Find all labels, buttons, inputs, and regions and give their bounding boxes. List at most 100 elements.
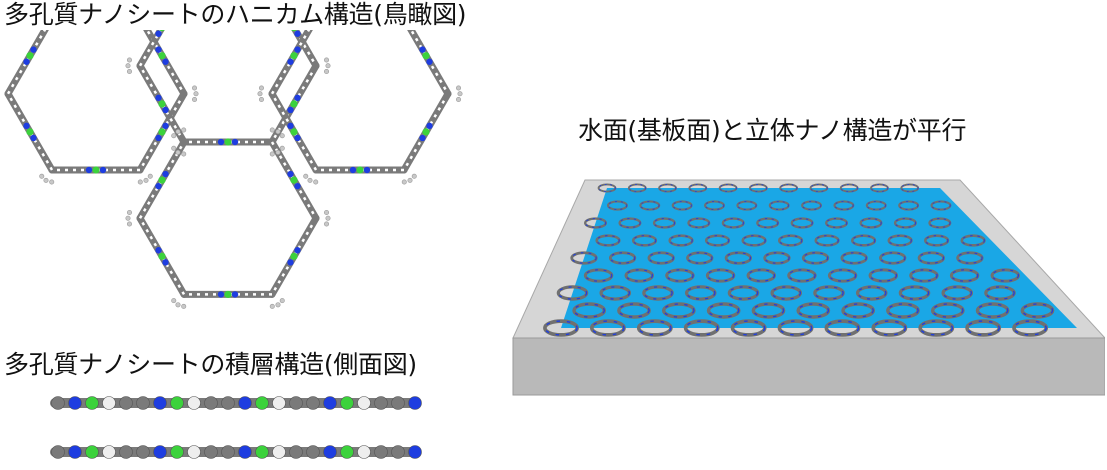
metal-atom xyxy=(159,30,165,32)
layer-atom xyxy=(170,445,184,459)
lattice-ring-nitrogen xyxy=(950,269,979,282)
hydrogen-atom xyxy=(171,298,177,304)
lattice-ring-nitrogen xyxy=(632,235,657,246)
honeycomb-edge-ring xyxy=(270,93,318,171)
honeycomb-bonds xyxy=(4,30,452,298)
lattice-ring-nitrogen xyxy=(778,320,813,336)
hydrogen-atom xyxy=(258,97,264,103)
hydrogen-atom xyxy=(325,215,331,221)
lattice-ring-nitrogen xyxy=(584,218,607,228)
lattice-ring-nitrogen xyxy=(722,218,744,228)
layer-atom xyxy=(68,396,82,410)
hydrogen-atom xyxy=(257,91,263,97)
lattice-ring-nitrogen xyxy=(640,201,660,210)
honeycomb-edge-ring xyxy=(138,65,186,143)
layer-atom xyxy=(323,445,337,459)
stacked-sheets-icon xyxy=(50,396,422,459)
layer-atom xyxy=(102,396,116,410)
lattice-ring-nitrogen xyxy=(985,286,1015,300)
lattice-ring-nitrogen xyxy=(814,286,844,300)
nitrogen-atom xyxy=(231,138,239,146)
hydrogen-atom xyxy=(456,85,462,91)
lattice-ring-nitrogen xyxy=(669,235,693,246)
lattice-ring-nitrogen xyxy=(957,252,983,264)
honeycomb-edge-ring xyxy=(270,141,318,219)
honeycomb-edge xyxy=(4,30,49,98)
nitrogen-atom xyxy=(23,58,30,65)
honeycomb-edge-ring xyxy=(6,30,47,95)
lattice-ring-nitrogen xyxy=(653,218,676,228)
nitrogen-atom xyxy=(155,30,162,37)
layer-atom xyxy=(170,396,184,410)
metal-atom xyxy=(290,52,298,60)
nitrogen-atom xyxy=(30,134,37,142)
lattice-ring-nitrogen xyxy=(684,320,719,336)
nitrogen-atom xyxy=(426,58,433,65)
layer-atom xyxy=(221,396,235,410)
lattice-ring-nitrogen xyxy=(870,184,889,192)
lattice-ring-nitrogen xyxy=(879,252,906,264)
lattice-ring-nitrogen xyxy=(663,303,695,318)
lattice-ring-nitrogen xyxy=(797,303,830,318)
lattice-ring-nitrogen xyxy=(900,184,919,192)
lattice-ring-nitrogen xyxy=(991,269,1020,282)
nitrogen-atom xyxy=(294,134,301,142)
nitrogen-atom xyxy=(419,46,426,53)
layer-atom xyxy=(306,396,320,410)
nitrogen-atom xyxy=(162,170,169,178)
layer-atom xyxy=(221,445,235,459)
metal-atom xyxy=(291,30,297,32)
layer-atom xyxy=(238,396,252,410)
lattice-ring-nitrogen xyxy=(707,303,740,318)
hydrogen-atom xyxy=(313,179,319,185)
layer-atom xyxy=(51,445,65,459)
metal-atom xyxy=(290,176,298,184)
metal-atom xyxy=(26,128,34,136)
lattice-ring-nitrogen xyxy=(851,235,876,246)
lattice-ring-nitrogen xyxy=(932,303,964,318)
honeycomb-edge-ring xyxy=(270,65,318,143)
hydrogen-atom xyxy=(192,85,198,91)
lattice-ring-nitrogen xyxy=(573,303,605,318)
layer-atom xyxy=(255,445,269,459)
lattice-ring-nitrogen xyxy=(899,286,930,300)
hydrogen-atom xyxy=(126,221,132,227)
hydrogen-atom xyxy=(279,133,285,139)
lattice-ring-nitrogen xyxy=(658,184,677,192)
nitrogen-atom xyxy=(155,94,162,102)
hydrogen-atom xyxy=(39,173,45,179)
nitrogen-atom xyxy=(217,291,225,298)
layer-atom xyxy=(391,396,405,410)
hydrogen-atom xyxy=(143,177,149,183)
nitrogen-atom xyxy=(419,134,426,142)
lattice-ring-nitrogen xyxy=(643,286,673,300)
metal-atom xyxy=(422,128,430,136)
hydrogen-atom xyxy=(175,149,181,155)
hydrogen-atom xyxy=(411,173,417,179)
layer-atom xyxy=(340,445,354,459)
side-view-caption: 多孔質ナノシートの積層構造(側面図) xyxy=(4,350,417,379)
lattice-ring-nitrogen xyxy=(704,201,725,210)
metal-atom xyxy=(422,52,430,60)
lattice-ring-nitrogen xyxy=(810,184,828,192)
nitrogen-atom xyxy=(155,46,162,53)
honeycomb-edge xyxy=(136,30,165,70)
lattice-ring-nitrogen xyxy=(860,218,882,228)
lattice-ring-nitrogen xyxy=(929,218,951,228)
lattice-ring-nitrogen xyxy=(866,201,887,210)
nitrogen-atom xyxy=(155,182,162,190)
nitrogen-atom xyxy=(287,259,294,266)
nitrogen-atom xyxy=(294,46,301,53)
lattice-ring-nitrogen xyxy=(894,218,917,228)
honeycomb-edge-ring xyxy=(402,93,450,171)
lattice-ring-nitrogen xyxy=(869,269,898,282)
hydrogen-atom xyxy=(324,221,330,227)
lattice-ring-nitrogen xyxy=(689,184,707,192)
honeycomb-edge-ring xyxy=(293,30,318,67)
nitrogen-atom xyxy=(294,30,301,37)
lattice-ring-nitrogen xyxy=(688,218,710,228)
hydrogen-atom xyxy=(324,209,330,215)
lattice-ring-nitrogen xyxy=(931,201,951,210)
lattice-ring-nitrogen xyxy=(919,320,954,336)
lattice-ring-nitrogen xyxy=(728,286,759,300)
